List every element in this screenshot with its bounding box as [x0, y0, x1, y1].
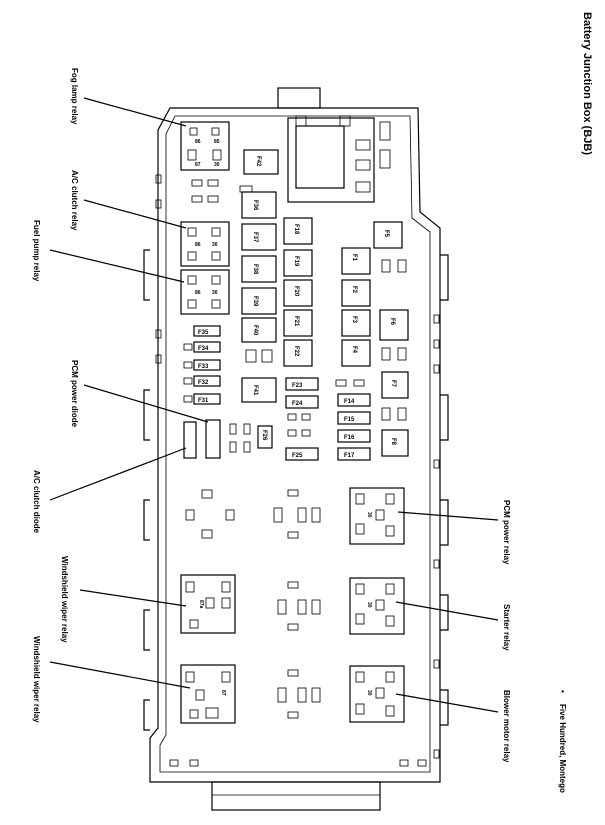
fuse-f6-label: F6	[389, 318, 395, 326]
label-windshield-wiper-relay-1: Windshield wiper relay	[60, 556, 69, 643]
fog-relay-pin-86: 86	[195, 139, 201, 145]
cartridge-fuse-column-right: F1 F2 F3 F4	[341, 247, 371, 367]
cartridge-fuse-column-middle: F18 F19 F20 F21 F22	[283, 217, 313, 367]
label-pcm-power-diode: PCM power diode	[70, 360, 79, 428]
fuse-f18-label: F18	[293, 224, 299, 235]
fuse-f26-label: F26	[261, 430, 267, 441]
fuse-f5-label: F5	[383, 230, 389, 238]
fuse-f20-label: F20	[293, 286, 299, 297]
label-pcm-power-relay: PCM power relay	[502, 500, 511, 565]
fuse-f8-label: F8	[390, 438, 396, 446]
mini-fuse-block-middle: F23 F24 F25 F14 F15 F16 F17	[285, 377, 371, 461]
pcm-relay-pin-30: 30	[366, 512, 372, 518]
fuse-f25-label: F25	[292, 453, 303, 459]
fuse-f36-label: F36	[252, 200, 258, 211]
label-starter-relay: Starter relay	[502, 604, 511, 651]
footnote-bullet: •	[558, 690, 567, 693]
label-ac-clutch-relay: A/C clutch relay	[70, 170, 79, 231]
ac-clutch-relay: 86 30	[180, 221, 230, 267]
fuse-f34-label: F34	[198, 346, 209, 352]
fuse-f7-label: F7	[390, 380, 396, 388]
box-outline	[143, 87, 449, 811]
fog-relay-pin-85: 85	[214, 139, 220, 145]
fuse-f38-label: F38	[252, 264, 258, 275]
label-windshield-wiper-relay-2: Windshield wiper relay	[32, 636, 41, 723]
ac-relay-pin-86: 86	[195, 242, 201, 248]
fog-lamp-relay: 86 85 87 30	[180, 121, 230, 171]
fuse-f4-label: F4	[351, 346, 357, 354]
mini-fuse-block-left: F35 F34 F33 F32 F31	[183, 325, 221, 405]
fuse-f17-label: F17	[344, 453, 355, 459]
fuse-f22-label: F22	[293, 346, 299, 357]
diode-area: F26	[183, 419, 273, 459]
label-fuel-pump-relay: Fuel pump relay	[32, 220, 41, 282]
fuse-f1-label: F1	[351, 254, 357, 262]
fuse-f24-label: F24	[292, 401, 303, 407]
wiper1-pin-87a: 87a	[198, 600, 204, 609]
fuse-f40-label: F40	[252, 325, 258, 336]
footnote-text: Five Hundred, Montego	[558, 704, 567, 793]
fuse-f16-label: F16	[344, 435, 355, 441]
fuse-f19-label: F19	[293, 256, 299, 267]
mini-fuse-group-top	[191, 179, 253, 203]
fuel-relay-pin-30: 30	[212, 290, 218, 296]
fuse-f32-label: F32	[198, 380, 209, 386]
mini-fuse-middle-lower	[273, 489, 321, 719]
fuse-f35-label: F35	[198, 330, 209, 336]
maxi-fuse-f42: F42	[243, 149, 279, 175]
fuse-f14-label: F14	[344, 399, 355, 405]
fuse-f3-label: F3	[351, 316, 357, 324]
windshield-wiper-relay-1-socket: 87a	[180, 574, 236, 634]
fuse-f21-label: F21	[293, 316, 299, 327]
cartridge-fuse-column-left: F36 F37 F38 F39 F40 F41	[241, 191, 277, 403]
starter-relay-socket: 30	[349, 577, 405, 635]
fuel-relay-pin-86: 86	[195, 290, 201, 296]
pcm-power-relay-socket: 30	[349, 487, 405, 545]
fuse-f31-label: F31	[198, 398, 209, 404]
starter-relay-pin-30: 30	[366, 602, 372, 608]
label-ac-clutch-diode: A/C clutch diode	[32, 470, 41, 534]
ac-relay-pin-30: 30	[212, 242, 218, 248]
fuse-f37-label: F37	[252, 232, 258, 243]
fog-relay-pin-30: 30	[214, 162, 220, 168]
blower-relay-pin-30: 30	[366, 690, 372, 696]
fuel-pump-relay: 86 30	[180, 269, 230, 315]
windshield-wiper-relay-2-socket: 87	[180, 664, 236, 724]
fuse-f41-label: F41	[252, 385, 258, 396]
fuse-f39-label: F39	[252, 296, 258, 307]
fog-relay-pin-87: 87	[195, 162, 201, 168]
fuse-f42-label: F42	[255, 156, 261, 167]
callout-lines	[49, 97, 499, 713]
label-fog-lamp-relay: Fog lamp relay	[70, 68, 79, 125]
label-blower-motor-relay: Blower motor relay	[502, 690, 511, 763]
fuse-f33-label: F33	[198, 364, 209, 370]
right-upper-fuses: F5 F6 F7 F8	[373, 221, 409, 457]
fuse-f15-label: F15	[344, 417, 355, 423]
relay-socket-empty-left	[185, 489, 235, 539]
diagram-title: Battery Junction Box (BJB)	[581, 12, 593, 155]
wiper2-pin-87: 87	[220, 690, 226, 696]
fuse-f2-label: F2	[351, 286, 357, 294]
connector-housing	[287, 115, 391, 203]
blower-motor-relay-socket: 30	[349, 665, 405, 723]
fuse-f23-label: F23	[292, 383, 303, 389]
